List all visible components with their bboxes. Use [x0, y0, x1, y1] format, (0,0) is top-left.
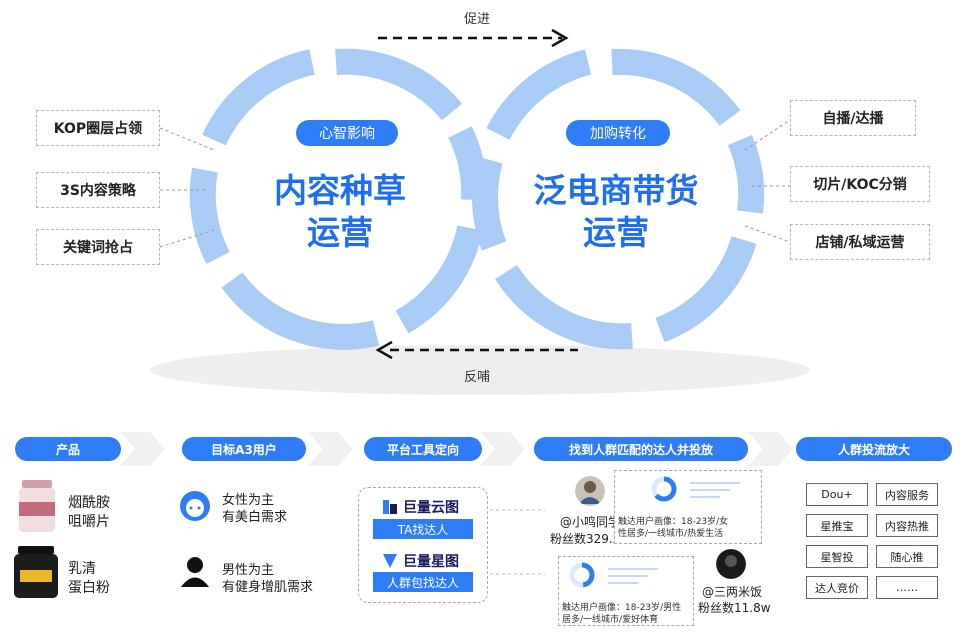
yuntu-logo-icon — [383, 500, 397, 514]
left-ring — [189, 48, 488, 350]
female-user-icon — [180, 491, 210, 521]
right-circle-tag: 加购转化 — [566, 120, 670, 146]
user-2-line1: 男性为主 — [222, 563, 275, 578]
influencer-2-avatar — [716, 549, 746, 579]
flow-header-influencer: 找到人群匹配的达人并投放 — [534, 437, 748, 461]
influencer-2-portrait: 触达用户画像：18-23岁/男性 居多/一线城市/爱好体育 — [562, 602, 694, 626]
user-2-line2: 有健身增肌需求 — [222, 580, 314, 595]
left-circle-title: 内容种草 运营 — [230, 170, 450, 254]
product-1-line1: 烟酰胺 — [68, 495, 110, 511]
tool-logo-xingtu: 巨量星图 — [383, 551, 459, 571]
product-2-line1: 乳清 — [68, 561, 96, 577]
user-female: 女性为主 有美白需求 — [222, 492, 287, 526]
right-title-line1: 泛电商带货 — [533, 171, 699, 210]
user-1-line1: 女性为主 — [222, 493, 275, 508]
flow-header-amplify: 人群投流放大 — [796, 437, 952, 461]
influencer-1-portrait-line1: 触达用户画像：18-23岁/女 — [618, 517, 729, 527]
tool-1-logo-text: 巨量云图 — [403, 500, 459, 516]
influencer-2-fans: 粉丝数11.8w — [698, 601, 771, 615]
product-2-line2: 蛋白粉 — [68, 580, 110, 596]
influencer-2-donut-chart — [569, 562, 595, 588]
left-title-line2: 运营 — [307, 213, 373, 252]
amplify-suixintui: 随心推 — [876, 545, 938, 568]
right-ring — [471, 48, 765, 350]
flow-chevrons — [120, 432, 793, 466]
influencer-2-portrait-line1: 触达用户画像：18-23岁/男性 — [562, 603, 682, 613]
flow-header-a3-user: 目标A3用户 — [182, 437, 306, 461]
amplify-xingzhitou: 星智投 — [806, 545, 868, 568]
right-item-live: 自播/达播 — [790, 100, 916, 136]
left-title-line1: 内容种草 — [274, 171, 406, 210]
tool-2-logo-text: 巨量星图 — [403, 554, 459, 570]
promote-label: 促进 — [464, 12, 491, 27]
influencer-2-portrait-line2: 居多/一线城市/爱好体育 — [562, 615, 659, 625]
tool-logo-yuntu: 巨量云图 — [383, 497, 459, 517]
left-item-keyword: 关键词抢占 — [36, 229, 160, 265]
diagram-graphics — [150, 28, 810, 395]
amplify-xingtuibao: 星推宝 — [806, 514, 868, 537]
feedback-label: 反哺 — [464, 370, 491, 385]
right-item-koc: 切片/KOC分销 — [790, 166, 930, 202]
product-whey: 乳清 蛋白粉 — [68, 560, 110, 598]
tool-button-crowd[interactable]: 人群包找达人 — [373, 572, 473, 592]
amplify-content-service: 内容服务 — [876, 483, 938, 506]
influencer-1-portrait: 触达用户画像：18-23岁/女 性居多/一线城市/热爱生活 — [618, 516, 760, 540]
amplify-bidding: 达人竞价 — [806, 576, 868, 599]
amplify-content-hot: 内容热推 — [876, 514, 938, 537]
influencer-1-name: @小鸣同学 — [560, 515, 621, 529]
amplify-dou-plus: Dou+ — [806, 483, 868, 506]
flow-header-product: 产品 — [15, 437, 121, 461]
left-item-kop: KOP圈层占领 — [36, 110, 160, 146]
right-circle-title: 泛电商带货 运营 — [496, 170, 736, 254]
xingtu-logo-icon — [383, 554, 397, 568]
influencer-1-bars — [690, 482, 740, 498]
user-male: 男性为主 有健身增肌需求 — [222, 562, 313, 596]
product-image-whey — [14, 546, 58, 598]
right-title-line2: 运营 — [583, 213, 649, 252]
tool-button-ta[interactable]: TA找达人 — [373, 519, 473, 539]
influencer-2-name: @三两米饭 — [702, 585, 763, 599]
influencer-1-fans: 粉丝数329.2w — [550, 532, 631, 546]
male-user-icon — [181, 557, 209, 587]
influencer-1-donut-chart — [651, 476, 677, 502]
left-item-3s: 3S内容策略 — [36, 172, 160, 208]
flow-header-platform-tool: 平台工具定向 — [364, 437, 482, 461]
influencer-1-portrait-line2: 性居多/一线城市/热爱生活 — [618, 529, 724, 539]
product-1-line2: 咀嚼片 — [68, 514, 110, 530]
right-item-store: 店铺/私域运营 — [790, 224, 930, 260]
floor-shadow — [150, 345, 810, 395]
product-niacinamide: 烟酰胺 咀嚼片 — [68, 494, 110, 532]
product-image-niacinamide — [19, 480, 55, 532]
influencer-2-bars — [608, 568, 658, 584]
amplify-more: …… — [876, 576, 938, 599]
user-1-line2: 有美白需求 — [222, 510, 288, 525]
influencer-2-profile-card — [558, 556, 694, 626]
influencer-1-avatar — [575, 476, 605, 506]
left-circle-tag: 心智影响 — [296, 120, 398, 146]
